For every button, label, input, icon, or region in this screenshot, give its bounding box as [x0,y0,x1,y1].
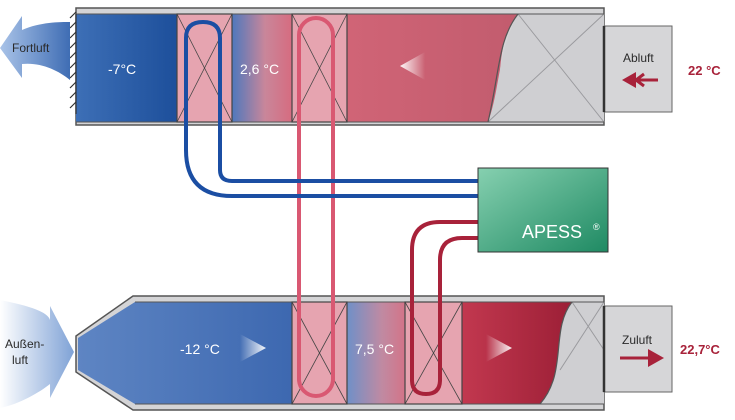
pipes [184,16,478,398]
exhaust-flow-arrow [400,52,425,80]
exhaust-grille [69,11,77,114]
zuluft-arrowhead-icon [648,349,664,367]
supply-mid-chamber [347,302,405,404]
after-exhaust-coil-temperature: 2,6 °C [240,61,279,77]
supply-warm-chamber [462,302,572,404]
supply-cold-chamber [78,302,292,404]
zuluft-outlet [602,305,673,393]
abluft-arrowhead-icon [622,72,636,88]
apess-label: APESS [522,222,582,242]
exhaust-duct [69,7,605,126]
after-supply-coil-temperature: 7,5 °C [355,341,394,357]
aussenluft-label-line1: Außen- [5,337,44,351]
zuluft-label: Zuluft [622,333,653,347]
apess-unit: APESS ® [477,167,609,253]
pink-pipe-loop [297,16,335,398]
supply-flow-arrow-2 [486,334,512,362]
apess-registered-mark: ® [593,222,600,232]
fortluft-temperature: -7°C [108,61,136,77]
zuluft-temperature: 22,7°C [680,342,721,357]
blue-pipe-outer [184,118,478,198]
exhaust-mid-chamber [232,14,292,122]
aussenluft-arrow [0,300,74,408]
supply-duct [75,295,605,411]
supply-flow-arrow-1 [240,334,266,362]
fortluft-chamber [76,14,177,122]
aussenluft-temperature: -12 °C [180,341,220,357]
aussenluft-label-line2: luft [12,353,29,367]
blue-pipe-inner [184,19,478,183]
fortluft-label: Fortluft [12,41,50,55]
abluft-arrow-icon [635,72,658,88]
fortluft-arrow [0,16,70,80]
abluft-temperature: 22 °C [688,63,721,78]
exhaust-warm-chamber [347,14,518,122]
abluft-label: Abluft [623,51,654,65]
red-pipe-loop [410,220,478,397]
abluft-inlet [602,25,673,113]
